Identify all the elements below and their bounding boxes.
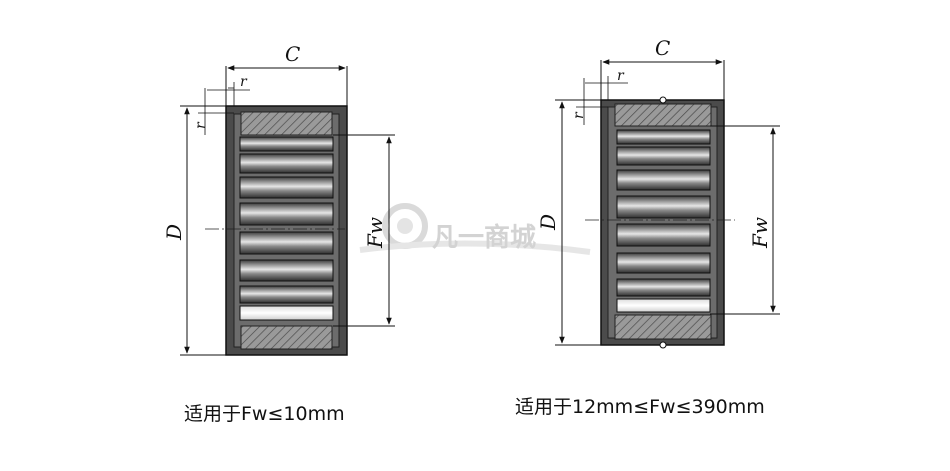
left-roller (239, 231, 334, 255)
right-roller (616, 129, 711, 145)
right-label-D: D (536, 214, 560, 231)
right-roller (616, 195, 711, 219)
left-label-Fw: Fw (363, 217, 387, 249)
right-label-C: C (655, 36, 670, 60)
left-caption: 适用于Fw≤10mm (184, 403, 345, 425)
right-roller (616, 146, 711, 166)
right-caption: 适用于12mm≤Fw≤390mm (515, 396, 765, 418)
right-label-r-top: r (617, 68, 625, 84)
right-top-flange (614, 103, 712, 127)
left-roller (239, 153, 334, 174)
right-roller (616, 223, 711, 247)
left-roller (239, 285, 334, 304)
left-label-C: C (285, 42, 300, 66)
left-roller (239, 202, 334, 226)
right-bearing-drawing (555, 59, 780, 349)
watermark-text: 凡一商城 (432, 222, 536, 253)
left-label-r-side: r (193, 121, 209, 129)
left-bearing-drawing (180, 65, 395, 356)
left-roller (239, 176, 334, 199)
right-roller (616, 252, 711, 274)
left-roller (239, 305, 334, 321)
left-roller (239, 136, 334, 152)
left-bottom-flange (240, 325, 333, 350)
left-top-flange (240, 111, 333, 136)
left-label-r-top: r (240, 74, 248, 90)
right-label-r-side: r (571, 111, 587, 119)
left-label-D: D (162, 224, 186, 241)
left-roller (239, 259, 334, 282)
right-label-Fw: Fw (748, 217, 772, 249)
right-roller (616, 169, 711, 191)
right-bottom-flange (614, 314, 712, 340)
right-roller (616, 278, 711, 297)
right-roller (616, 298, 711, 313)
